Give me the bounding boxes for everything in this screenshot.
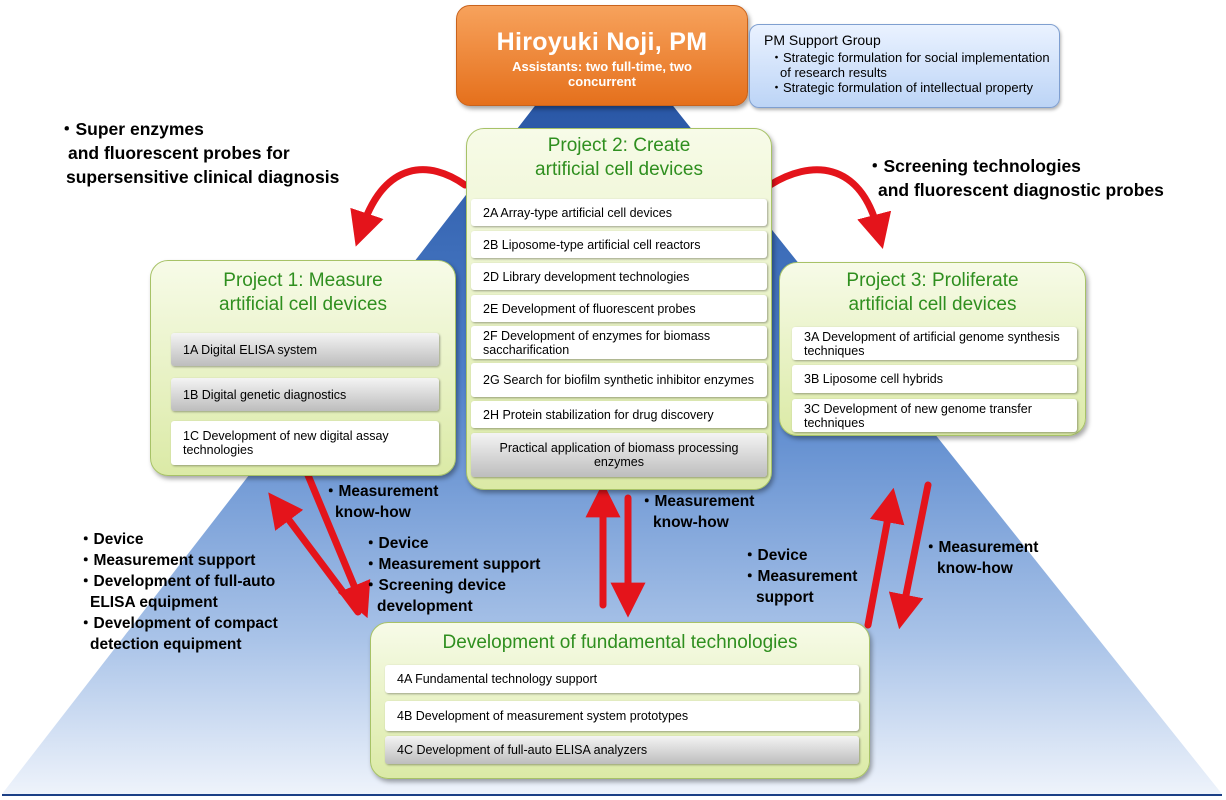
project2-item: 2F Development of enzymes for biomass sa… xyxy=(471,326,767,359)
support-item: ・Strategic formulation for social implem… xyxy=(770,50,1050,80)
project3-title: Project 3: Proliferate artificial cell d… xyxy=(780,269,1085,317)
label-line: ・Development of full-auto xyxy=(78,573,276,590)
label-line: ELISA equipment xyxy=(90,594,218,611)
support-group-title: PM Support Group xyxy=(764,32,881,48)
fundamental-item: 4C Development of full-auto ELISA analyz… xyxy=(385,736,859,764)
label-line: support xyxy=(756,589,814,606)
pm-assistants: Assistants: two full-time, two concurren… xyxy=(512,59,692,89)
label-line: ・Measurement xyxy=(639,493,755,510)
label-line: know-how xyxy=(937,560,1013,577)
project1-title-line: artificial cell devices xyxy=(219,294,387,315)
label-right-device: ・Device ・Measurement support xyxy=(742,545,857,608)
support-item: ・Strategic formulation of intellectual p… xyxy=(770,80,1034,95)
pm-support-group: PM Support Group ・Strategic formulation … xyxy=(749,24,1060,108)
fundamental-box: Development of fundamental technologies … xyxy=(370,622,870,779)
label-line: development xyxy=(377,598,473,615)
project2-title-line: Project 2: Create xyxy=(547,135,691,156)
project1-title-line: Project 1: Measure xyxy=(223,270,383,291)
label-line: know-how xyxy=(335,504,411,521)
label-line: ・Development of compact xyxy=(78,615,278,632)
label-line: ・Measurement xyxy=(742,568,858,585)
project2-item: 2D Library development technologies xyxy=(471,263,767,290)
project2-title: Project 2: Create artificial cell device… xyxy=(467,134,771,182)
label-line: and fluorescent probes for xyxy=(68,143,290,163)
curved-arrow-left xyxy=(350,166,469,247)
label-left-outer: ・Device ・Measurement support ・Developmen… xyxy=(78,529,278,655)
project3-item: 3C Development of new genome transfer te… xyxy=(792,399,1077,432)
label-line: ・Super enzymes xyxy=(58,119,204,139)
arrow-right-up xyxy=(864,487,905,629)
label-line: ・Device xyxy=(742,547,808,564)
label-right-knowhow: ・Measurement know-how xyxy=(923,537,1038,579)
project2-title-line: artificial cell devices xyxy=(535,159,703,180)
project2-item: 2H Protein stabilization for drug discov… xyxy=(471,401,767,428)
label-line: ・Device xyxy=(78,531,144,548)
fundamental-item: 4B Development of measurement system pro… xyxy=(385,701,859,731)
label-line: ・Measurement xyxy=(323,483,439,500)
label-center-knowhow: ・Measurement know-how xyxy=(639,491,754,533)
label-line: and fluorescent diagnostic probes xyxy=(878,180,1164,200)
project2-item: Practical application of biomass process… xyxy=(471,433,767,477)
project1-item: 1A Digital ELISA system xyxy=(171,333,439,366)
project2-item: 2A Array-type artificial cell devices xyxy=(471,199,767,226)
project2-item: 2E Development of fluorescent probes xyxy=(471,295,767,322)
arrow-left-down xyxy=(301,464,371,619)
project1-item: 1C Development of new digital assay tech… xyxy=(171,421,439,465)
label-line: supersensitive clinical diagnosis xyxy=(66,167,340,187)
label-left-inner: ・Device ・Measurement support ・Screening … xyxy=(363,533,540,617)
label-screening: ・Screening technologies and fluorescent … xyxy=(866,154,1164,202)
project3-box: Project 3: Proliferate artificial cell d… xyxy=(779,262,1086,436)
arrow-right-down xyxy=(888,481,932,630)
project3-item: 3B Liposome cell hybrids xyxy=(792,365,1077,393)
label-line: know-how xyxy=(653,514,729,531)
label-line: ・Device xyxy=(363,535,429,552)
pm-name: Hiroyuki Noji, PM xyxy=(496,28,708,56)
fundamental-item: 4A Fundamental technology support xyxy=(385,665,859,693)
label-line: ・Measurement support xyxy=(78,552,256,569)
project3-item: 3A Development of artificial genome synt… xyxy=(792,327,1077,360)
project1-box: Project 1: Measure artificial cell devic… xyxy=(150,260,456,476)
label-left-knowhow: ・Measurement know-how xyxy=(323,481,438,523)
label-line: ・Screening technologies xyxy=(866,156,1081,176)
fundamental-title: Development of fundamental technologies xyxy=(442,632,798,653)
project3-title-line: Project 3: Proliferate xyxy=(846,270,1019,291)
label-line: ・Measurement support xyxy=(363,556,541,573)
curved-arrow-right xyxy=(766,166,892,249)
label-line: detection equipment xyxy=(90,636,242,653)
project1-title: Project 1: Measure artificial cell devic… xyxy=(151,269,455,317)
project2-item: 2B Liposome-type artificial cell reactor… xyxy=(471,231,767,258)
project2-item: 2G Search for biofilm synthetic inhibito… xyxy=(471,363,767,397)
project3-title-line: artificial cell devices xyxy=(848,294,1017,315)
label-line: ・Measurement xyxy=(923,539,1039,556)
pm-box: Hiroyuki Noji, PM Assistants: two full-t… xyxy=(456,5,748,106)
label-line: ・Screening device xyxy=(363,577,507,594)
label-super-enzymes: ・Super enzymes and fluorescent probes fo… xyxy=(58,117,339,189)
project2-box: Project 2: Create artificial cell device… xyxy=(466,128,772,490)
project1-item: 1B Digital genetic diagnostics xyxy=(171,378,439,411)
